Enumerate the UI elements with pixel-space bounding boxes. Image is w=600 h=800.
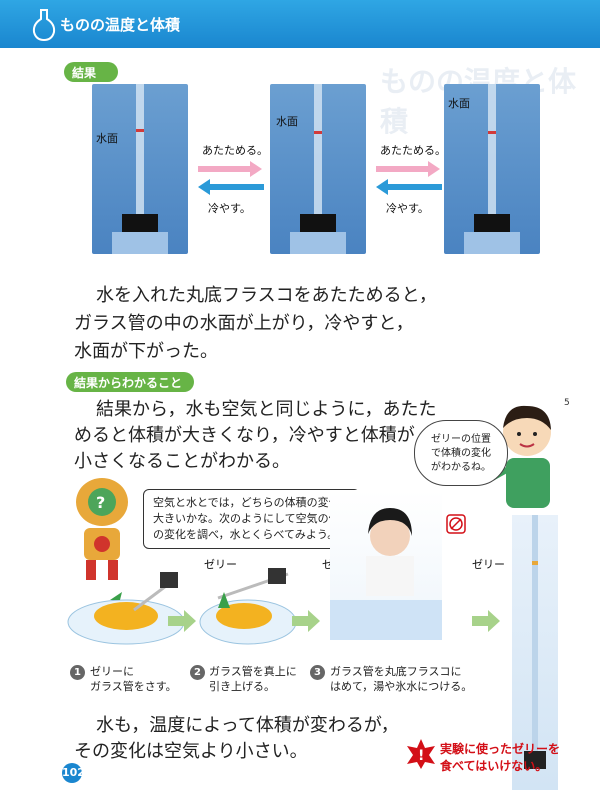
step-caption-line: ガラス管をさす。 [90,680,177,693]
closing-text-line: その変化は空気より小さい。 [74,741,308,762]
warning-line: 食べてはいけない。 [440,759,548,773]
conclusion-text-line: 結果から，水も空気と同じように，あたた [96,399,437,420]
step-caption-line: ゼリーに [90,665,134,678]
arrow-graphics-2 [376,161,442,195]
svg-text:!: ! [418,748,424,764]
arrow-graphics-1 [198,161,264,195]
flask-icon [32,9,56,42]
svg-text:?: ? [96,493,105,512]
cool-arrow-icon [198,179,264,195]
side-page-mark: 5 [564,398,570,408]
robot-speech-text: 空気と水とでは，どちらの体積の変化が 大きいかな。次のようにして空気の体積 の変… [153,495,353,543]
up-arrow-icon [218,592,230,608]
warning-text: 実験に使ったゼリーを 食べてはいけない。 [440,741,560,775]
step-3-caption: ガラス管を丸底フラスコに はめて，湯や氷水につける。 [330,664,472,694]
result-text-line: 水を入れた丸底フラスコをあたためると， [96,285,437,306]
cool-arrow-label: 冷やす。 [208,202,251,215]
warning-line: 実験に使ったゼリーを [440,742,561,756]
heat-arrow-label: あたためる。 [380,144,446,157]
result-text-line: 水面が下がった。 [74,341,218,362]
robot-character-illustration: ? [76,478,128,580]
conclusion-text-line: めると体積が大きくなり，冷やすと体積が [74,425,415,446]
jelly-label: ゼリー [204,558,237,571]
girl-photo-graphic [330,508,442,640]
girl-photo [330,490,442,640]
tube-photo-graphic [524,515,546,769]
header-bar: ものの温度と体積 [0,0,600,48]
water-level-label: 水面 [448,97,470,110]
robot-speech-line: 空気と水とでは，どちらの体積の変化が [153,496,351,509]
flask-tube-graphic [464,84,520,254]
result-text-line: ガラス管の中の水面が上がり，冷やすと， [74,313,414,334]
flask-tube-graphic [112,84,168,254]
flask-photo-normal [92,84,188,254]
flask-tube-graphic [290,84,346,254]
boy-speech-bubble: ゼリーの位置 で体積の変化 がわかるね。 [414,420,508,486]
section-tag-result: 結果 [64,62,118,82]
boy-speech-line: で体積の変化 [431,448,491,459]
robot-speech-line: の変化を調べ，水とくらべてみよう。 [153,528,339,541]
jelly-label: ゼリー [472,558,505,571]
next-step-arrow-icon [168,610,196,632]
step-number: 3 [310,665,325,680]
boy-speech-line: ゼリーの位置 [431,434,491,445]
heat-arrow-label: あたためる。 [202,144,268,157]
step-number: 2 [190,665,205,680]
water-level-label: 水面 [96,132,118,145]
cool-arrow-label: 冷やす。 [386,202,429,215]
flask-photo-cooled [444,84,540,254]
next-step-arrow-icon [472,610,500,632]
conclusion-text-line: 小さくなることがわかる。 [74,451,290,472]
step-caption-line: ガラス管を真上に [209,665,297,678]
step-caption-line: ガラス管を丸底フラスコに [330,665,462,678]
boy-speech-line: がわかるね。 [431,462,491,473]
section-tag-conclusion: 結果からわかること [66,372,194,392]
step-2-caption: ガラス管を真上に 引き上げる。 [209,664,297,694]
no-eating-icon [446,514,466,534]
tube-photo [512,515,558,790]
boy-speech-text: ゼリーの位置 で体積の変化 がわかるね。 [431,433,501,475]
closing-text-line: 水も，温度によって体積が変わるが， [96,715,399,736]
step-2-illustration [199,568,297,645]
robot-speech-bubble: 空気と水とでは，どちらの体積の変化が 大きいかな。次のようにして空気の体積 の変… [143,489,360,549]
down-arrow-icon [110,592,122,600]
robot-speech-line: 大きいかな。次のようにして空気の体積 [153,512,351,525]
page-title: ものの温度と体積 [60,16,181,34]
heat-arrow-icon [376,161,440,177]
page-number: 102 [62,763,85,783]
cool-arrow-icon [376,179,442,195]
step-caption-line: はめて，湯や氷水につける。 [330,680,473,693]
flask-photo-heated [270,84,366,254]
next-step-arrow-icon [292,610,320,632]
water-level-label: 水面 [276,115,298,128]
heat-arrow-icon [198,161,262,177]
step-1-caption: ゼリーに ガラス管をさす。 [90,664,177,694]
step-caption-line: 引き上げる。 [209,680,275,693]
warning-icon: ! [407,739,435,769]
step-number: 1 [70,665,85,680]
